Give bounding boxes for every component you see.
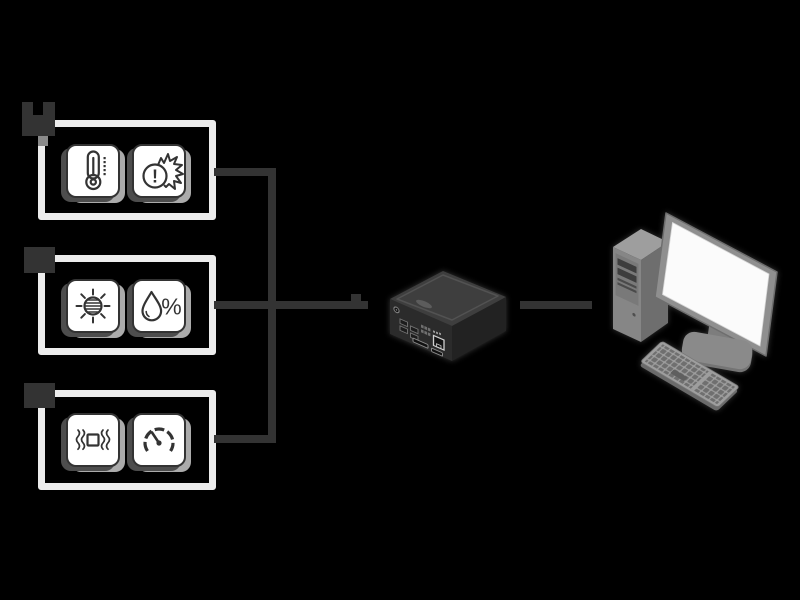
shock-alert-icon: ! xyxy=(141,152,184,190)
humidity-icon: % xyxy=(140,290,181,321)
vibration-sensor-tile xyxy=(66,413,120,467)
wire-end-tab xyxy=(351,294,361,302)
keyboard xyxy=(640,341,739,411)
percent-glyph: % xyxy=(161,293,181,319)
group-1-corner-badge xyxy=(22,102,55,146)
gauge-sensor-tile xyxy=(132,413,186,467)
gauge-icon xyxy=(142,426,175,452)
spacebar-key xyxy=(670,369,688,381)
vibration-icon xyxy=(75,428,110,450)
monitor xyxy=(654,212,778,357)
sensor-group-2 xyxy=(38,255,216,355)
group-3-corner-badge xyxy=(24,383,55,408)
sensor-group-1 xyxy=(38,120,216,220)
humidity-sensor-tile: % xyxy=(132,279,186,333)
gateway-device xyxy=(390,271,506,361)
temperature-sensor-tile xyxy=(66,144,120,198)
device-front-ports xyxy=(393,306,445,357)
exclamation-glyph: ! xyxy=(152,166,158,186)
illuminance-icon xyxy=(75,288,110,323)
shock-alert-sensor-tile: ! xyxy=(132,144,186,198)
monitor-screen xyxy=(662,221,770,347)
thermometer-icon xyxy=(84,149,106,190)
group-2-corner-badge xyxy=(24,247,55,273)
desktop-computer xyxy=(613,212,778,411)
computer-tower xyxy=(613,229,668,342)
illuminance-sensor-tile xyxy=(66,279,120,333)
sensor-group-3 xyxy=(38,390,216,490)
